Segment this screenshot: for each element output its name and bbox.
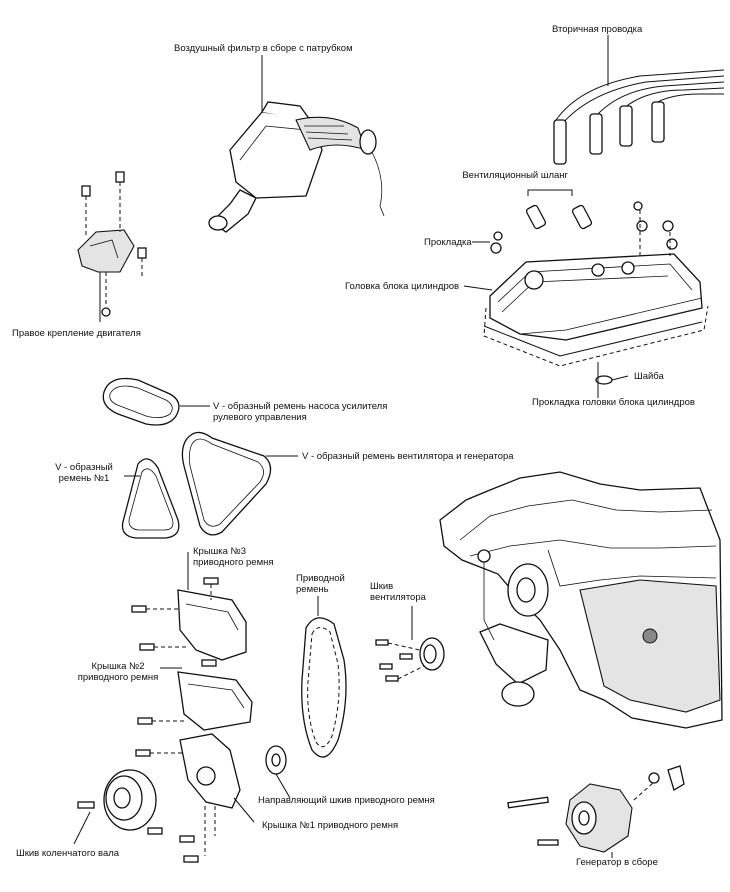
label-gasket: Прокладка [424,237,472,248]
label-cover-2: Крышка №2 приводного ремня [77,661,159,683]
secondary-wiring-drawing [553,35,725,165]
crank-pulley-drawing [73,769,157,845]
label-idler: Направляющий шкив приводного ремня [258,795,435,806]
label-v-belt-1: V - образный ремень №1 [55,462,113,484]
engine-block-drawing [439,471,723,729]
label-timing-belt: Приводной ремень [296,573,345,595]
label-cover-3: Крышка №3 приводного ремня [193,546,274,568]
v-belts-drawing [102,377,298,539]
label-right-mount: Правое крепление двигателя [12,328,141,339]
label-washer: Шайба [634,371,664,382]
label-crank-pulley: Шкив коленчатого вала [16,848,120,859]
label-head-gasket: Прокладка головки блока цилиндров [532,397,695,408]
valve-cover-drawing [463,189,709,398]
timing-covers-drawing [131,552,255,863]
label-air-filter: Воздушный фильтр в сборе с патрубком [174,43,353,54]
label-ps-belt: V - образный ремень насоса усилителя рул… [213,401,388,423]
label-alternator: Генератор в сборе [576,857,658,868]
alternator-drawing [507,765,685,858]
label-fan-alt-belt: V - образный ремень вентилятора и генера… [302,451,514,462]
label-vent-hose: Вентиляционный шланг [462,170,568,181]
label-secondary-wiring: Вторичная проводка [552,24,643,35]
label-fan-pulley: Шкив вентилятора [370,581,426,603]
timing-belt-drawing [265,596,347,799]
air-filter-drawing [208,55,385,233]
fan-pulley-drawing [375,606,445,682]
label-cover-1: Крышка №1 приводного ремня [262,820,399,831]
label-cylinder-head: Головка блока цилиндров [345,281,460,292]
engine-mount-drawing [77,171,147,322]
